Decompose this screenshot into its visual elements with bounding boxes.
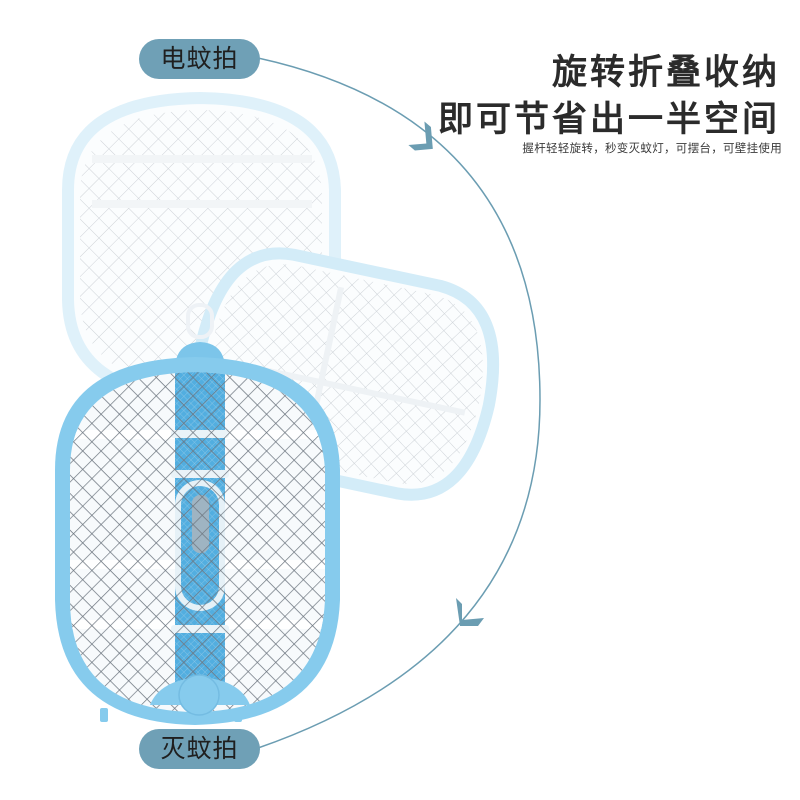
headline-subtitle: 握杆轻轻旋转，秒变灭蚊灯，可摆台，可壁挂使用 (522, 141, 782, 155)
headline-secondary: 即可节省出一半空间 (437, 100, 780, 140)
arrowhead-down-right-icon (408, 121, 433, 151)
racket-front (55, 303, 340, 725)
headline-primary: 旋转折叠收纳 (551, 53, 780, 93)
hang-loop-icon (186, 303, 214, 339)
arrowhead-down-left-icon (456, 598, 484, 626)
label-electric-swatter: 电蚊拍 (139, 39, 260, 79)
label-mosquito-killer: 灭蚊拍 (139, 729, 260, 769)
rotation-arc (257, 57, 541, 749)
